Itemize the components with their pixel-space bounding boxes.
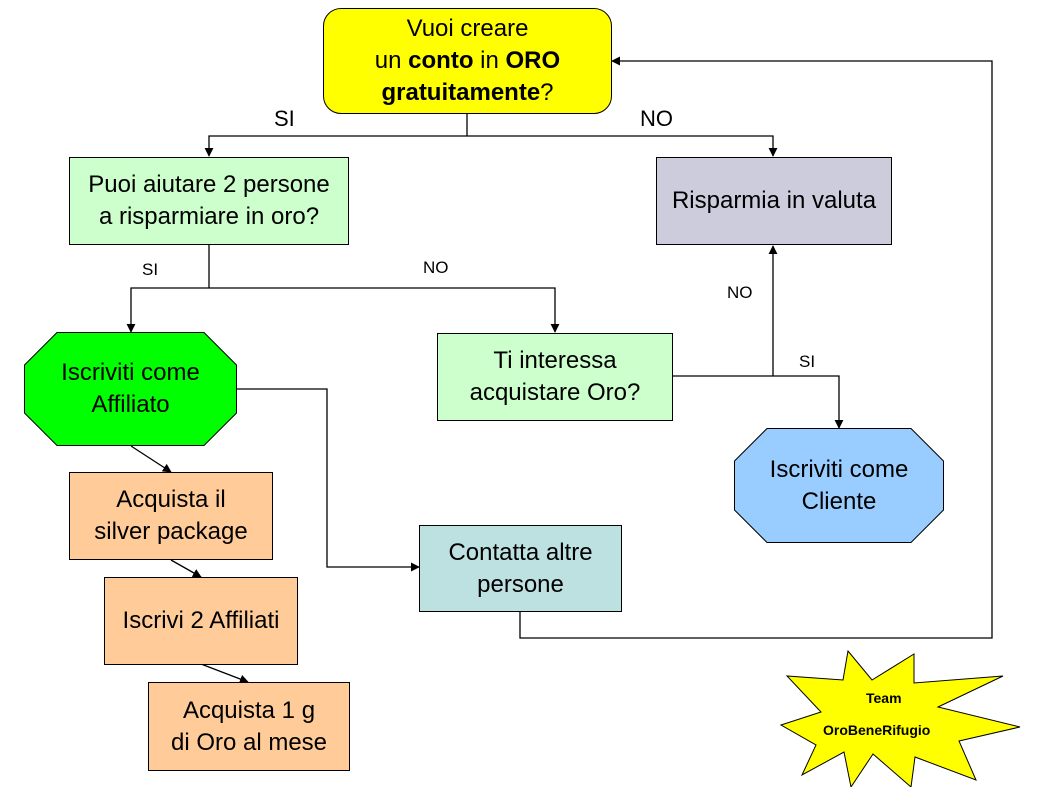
client-line-2: Cliente	[801, 487, 877, 515]
client-line-1: Iscriviti come	[769, 455, 909, 483]
gold-monthly-node: Acquista 1 g di Oro al mese	[148, 682, 350, 771]
interest-line-2: acquistare Oro?	[469, 379, 641, 406]
connector-start-no	[467, 135, 778, 157]
contact-line-1: Contatta altre	[448, 538, 593, 566]
silver-line-2: silver package	[94, 518, 248, 545]
gold-line-2: di Oro al mese	[170, 728, 328, 756]
save-currency-line-1: Risparmia in valuta	[671, 187, 877, 214]
start-line-3: gratuitamente?	[381, 79, 554, 106]
enroll-line-1: Iscrivi 2 Affiliati	[122, 607, 280, 634]
help-people-node: Puoi aiutare 2 persone a risparmiare in …	[69, 157, 349, 245]
connector-help-no	[209, 287, 560, 333]
label-no-right: NO	[727, 283, 753, 302]
client-octagon-shape	[734, 428, 944, 543]
connector-help-si	[126, 287, 209, 333]
label-si-top: SI	[274, 106, 295, 131]
start-line-2: un conto in ORO	[374, 47, 561, 74]
label-no-mid: NO	[423, 258, 449, 277]
badge-line-2: OroBeneRifugio	[823, 722, 931, 738]
connector-contact-loop	[519, 56, 993, 639]
label-no-top: NO	[640, 106, 673, 131]
silver-package-node: Acquista il silver package	[69, 472, 273, 560]
connector-enroll-gold	[200, 663, 249, 684]
contact-node: Contatta altre persone	[419, 525, 622, 612]
help-people-line-1: Puoi aiutare 2 persone	[88, 171, 330, 198]
connector-affiliate-contact	[236, 388, 420, 572]
enroll-node: Iscrivi 2 Affiliati	[104, 577, 298, 665]
connector-interest-si	[773, 375, 844, 429]
connector-silver-enroll	[170, 559, 202, 578]
help-people-line-2: a risparmiare in oro?	[98, 203, 320, 230]
start-line-1: Vuoi creare	[406, 15, 529, 42]
affiliate-node: Iscriviti come Affiliato	[24, 332, 237, 446]
client-node: Iscriviti come Cliente	[734, 428, 944, 543]
gold-line-1: Acquista 1 g	[182, 696, 316, 724]
affiliate-line-2: Affiliato	[91, 391, 170, 418]
connector-affiliate-silver	[130, 445, 172, 473]
affiliate-octagon-shape	[24, 332, 237, 446]
save-currency-node: Risparmia in valuta	[656, 157, 892, 245]
label-si-mid: SI	[142, 260, 159, 279]
label-si-right: SI	[799, 352, 816, 371]
affiliate-line-1: Iscriviti come	[61, 359, 200, 386]
start-node: Vuoi creare un conto in ORO gratuitament…	[323, 8, 612, 114]
contact-line-2: persone	[477, 570, 564, 598]
silver-line-1: Acquista il	[116, 486, 226, 513]
badge-line-1: Team	[866, 690, 902, 706]
interest-node: Ti interessa acquistare Oro?	[437, 333, 673, 421]
interest-line-1: Ti interessa	[493, 347, 617, 374]
connector-start-si	[204, 135, 467, 157]
